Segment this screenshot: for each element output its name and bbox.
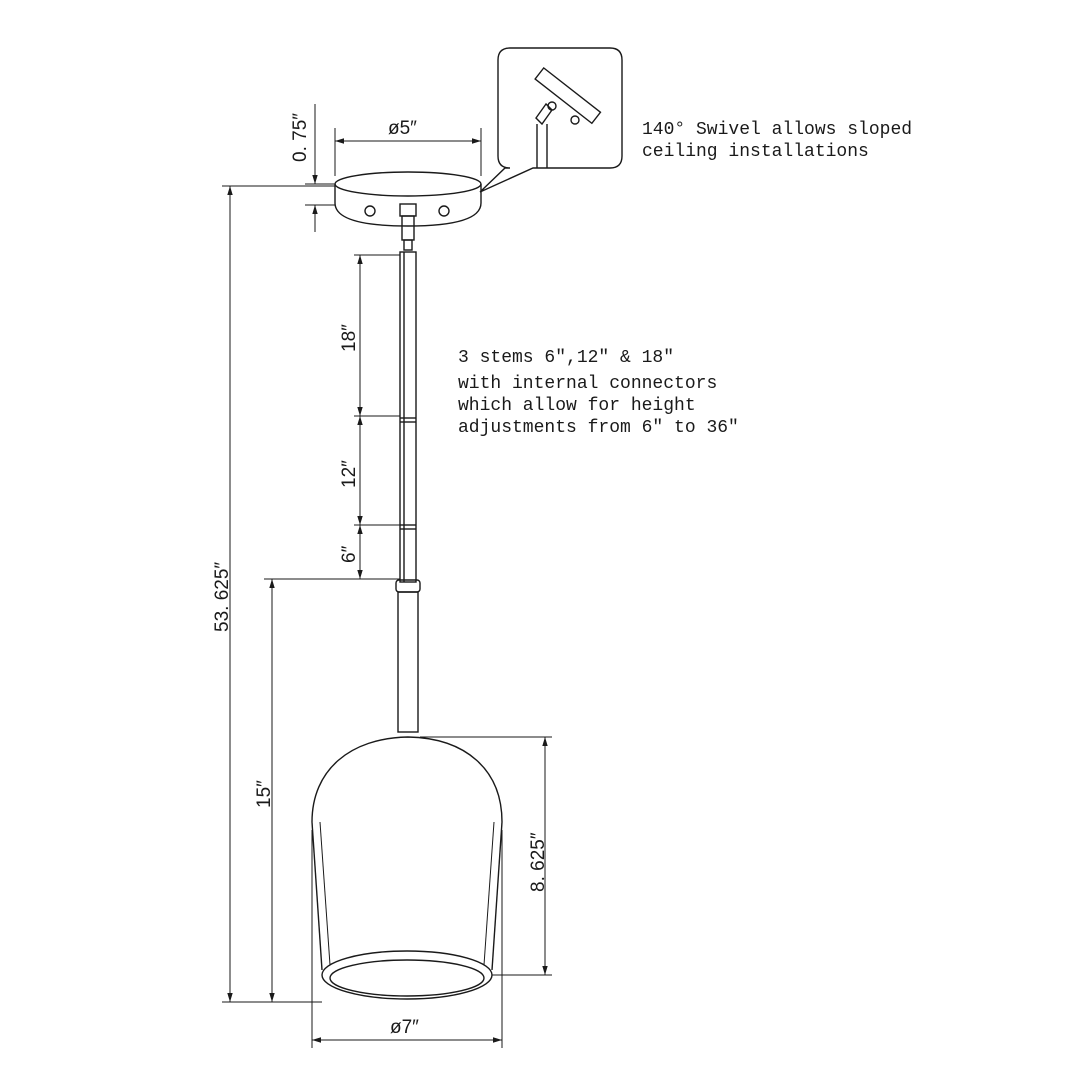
dim-overall-height [222, 185, 335, 1003]
overall-height-label: 53. 625″ [212, 562, 233, 632]
shade-diameter-label: ø7″ [390, 1017, 419, 1038]
stem-6-label: 6″ [339, 545, 360, 563]
fixture-height-label: 15″ [254, 780, 275, 808]
shade [311, 736, 503, 1000]
swivel-joint [399, 203, 417, 251]
stems-note-line3: which allow for height [458, 396, 696, 416]
stem-12-label: 12″ [339, 460, 360, 488]
swivel-note-line1: 140° Swivel allows sloped [642, 120, 912, 140]
dim-canopy-diameter [334, 128, 482, 176]
dim-canopy-height [305, 104, 335, 232]
stems-note-line1: 3 stems 6″,12″ & 18″ [458, 348, 674, 368]
swivel-callout [479, 47, 623, 193]
dim-shade-diameter [311, 830, 503, 1048]
stem-18-label: 18″ [339, 324, 360, 352]
swivel-note-line2: ceiling installations [642, 142, 869, 162]
shade-height-label: 8. 625″ [528, 832, 549, 892]
canopy [334, 171, 482, 227]
canopy-height-label: 0. 75″ [290, 113, 311, 162]
stems-note-line2: with internal connectors [458, 374, 717, 394]
canopy-diameter-label: ø5″ [388, 118, 417, 139]
dim-stems [264, 254, 400, 580]
stem [399, 251, 417, 583]
socket [395, 579, 421, 733]
stems-note-line4: adjustments from 6″ to 36″ [458, 418, 739, 438]
